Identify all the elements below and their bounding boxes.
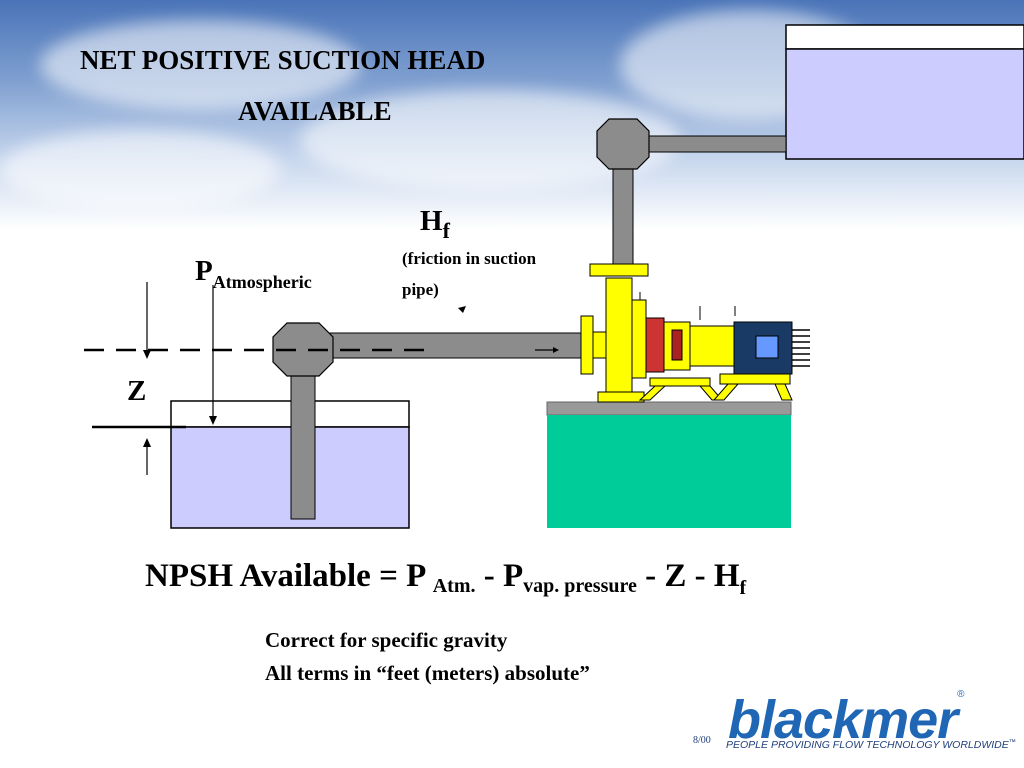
tm-mark: ™	[1008, 739, 1016, 746]
pump-seal-housing	[645, 317, 665, 373]
discharge-pipe-vertical	[612, 162, 634, 266]
p-main: P	[195, 255, 213, 287]
suction-pipe-horizontal	[322, 332, 583, 359]
friction-label-line1: (friction in suction	[402, 249, 537, 268]
pump-support-foot	[649, 377, 711, 387]
slide-title-line1: NET POSITIVE SUCTION HEAD	[80, 45, 486, 75]
slide-title-line2: AVAILABLE	[238, 96, 392, 126]
arrowhead	[553, 347, 559, 353]
equation-minus-z-h: - Z - H	[636, 558, 740, 594]
pump-bearing-bracket	[631, 299, 647, 379]
hf-subscript: f	[442, 218, 450, 243]
pump-base-plate	[546, 401, 792, 416]
arrowhead	[209, 416, 217, 425]
hf-main: H	[420, 205, 443, 237]
page-number: 8/00	[693, 735, 711, 746]
p-subscript: Atmospheric	[212, 272, 312, 292]
friction-label-line2: pipe)	[402, 280, 439, 299]
pump-coupling	[671, 329, 683, 361]
p-atmospheric-label: PAtmospheric	[195, 255, 312, 293]
equation-f-subscript: f	[739, 577, 747, 599]
z-label: Z	[127, 375, 147, 407]
equation-atm-subscript: Atm.	[432, 575, 476, 597]
npsh-equation: NPSH Available = P Atm. - Pvap. pressure…	[145, 558, 746, 600]
support-leg	[774, 383, 793, 401]
discharge-elbow	[596, 118, 650, 170]
arrowhead	[143, 438, 151, 447]
discharge-tank-top	[785, 24, 1024, 50]
pump-casing	[605, 277, 633, 397]
motor-cooling-fins	[792, 329, 810, 367]
discharge-tank-liquid	[785, 48, 1024, 160]
support-leg	[712, 383, 740, 401]
discharge-pipe-horizontal	[644, 135, 787, 153]
equation-lhs: NPSH Available = P	[145, 558, 425, 594]
blackmer-logo: blackmer®	[728, 689, 965, 751]
suction-pipe-vertical	[290, 364, 316, 520]
pump-discharge-flange	[589, 263, 649, 277]
note-specific-gravity: Correct for specific gravity	[265, 628, 508, 652]
friction-pointer	[458, 306, 466, 313]
support-leg	[638, 385, 667, 401]
pump-coupling-guard	[689, 325, 735, 367]
suction-tank-top	[170, 400, 410, 428]
registered-mark: ®	[957, 689, 965, 700]
motor-support-foot	[719, 373, 791, 385]
tagline-text: PEOPLE PROVIDING FLOW TECHNOLOGY WORLDWI…	[726, 739, 1009, 751]
pump-foundation	[547, 415, 791, 528]
suction-elbow	[272, 322, 334, 377]
equation-vap-subscript: vap. pressure	[523, 575, 637, 597]
motor-terminal-box	[755, 335, 779, 359]
logo-tagline: PEOPLE PROVIDING FLOW TECHNOLOGY WORLDWI…	[726, 739, 1016, 751]
pump-foot	[597, 391, 645, 403]
hf-label: Hf	[420, 205, 450, 244]
logo-text: blackmer	[728, 690, 958, 750]
pump-suction-flange	[580, 315, 594, 375]
equation-minus-p: - P	[475, 558, 524, 594]
cloud-shape	[40, 20, 360, 110]
cloud-shape	[0, 130, 280, 210]
arrowhead	[143, 350, 151, 359]
suction-tank-liquid	[170, 426, 410, 529]
note-absolute-units: All terms in “feet (meters) absolute”	[265, 661, 590, 685]
pump-suction-neck	[592, 331, 607, 359]
